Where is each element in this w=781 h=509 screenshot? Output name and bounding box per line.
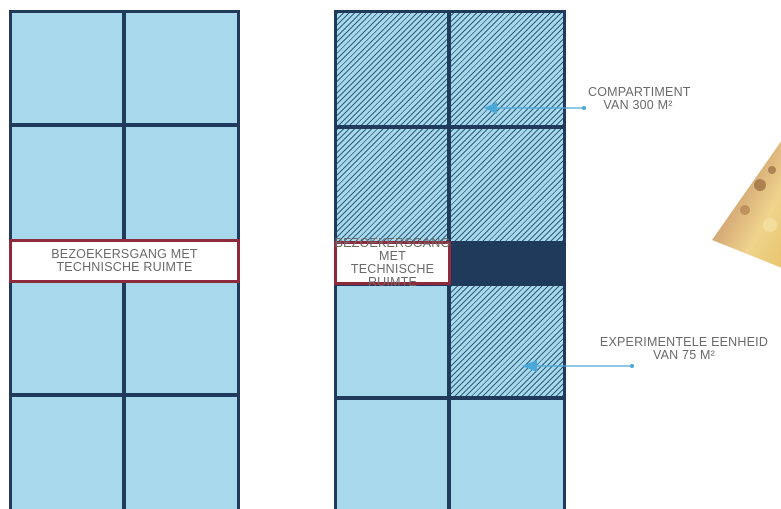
compartment-cell [126, 283, 237, 393]
callout-compartment: COMPARTIMENT VAN 300 M² [588, 85, 691, 112]
compartment-cell [451, 400, 563, 509]
compartment-cell [12, 397, 122, 509]
compartment-cell [337, 400, 447, 509]
compartment-cell [126, 127, 237, 239]
compartment-cell [12, 283, 122, 393]
compartment-cell [12, 127, 122, 239]
arrow-experimental [522, 360, 634, 372]
callout-compartment-line2: VAN 300 M² [603, 98, 673, 112]
callout-experimental-line1: EXPERIMENTELE EENHEID [599, 335, 769, 349]
floor-plan-left: BEZOEKERSGANG MET TECHNISCHE RUIMTE [9, 10, 240, 509]
compartment-cell [12, 13, 122, 123]
arrow-compartment [484, 102, 586, 114]
hatched-compartment-cell [451, 13, 563, 125]
compartment-cell [337, 286, 447, 396]
callout-experimental-line2: VAN 75 M² [653, 348, 715, 362]
callout-compartment-line1: COMPARTIMENT [588, 85, 691, 99]
corridor-label-line2: TECHNISCHE RUIMTE [350, 262, 435, 289]
visitor-corridor: BEZOEKERSGANG MET TECHNISCHE RUIMTE [9, 239, 240, 283]
food-photo-fragment [712, 141, 781, 268]
compartment-cell [126, 13, 237, 123]
visitor-corridor: BEZOEKERSGANG MET TECHNISCHE RUIMTE [334, 237, 451, 289]
corridor-label-line1: BEZOEKERSGANG MET [334, 236, 451, 263]
hatched-compartment-cell [337, 129, 447, 241]
hatched-experimental-cell [451, 286, 563, 396]
corridor-adjacent-cell [451, 241, 563, 285]
hatched-compartment-cell [337, 13, 447, 125]
corridor-label-line1: BEZOEKERSGANG MET [51, 247, 198, 261]
callout-experimental: EXPERIMENTELE EENHEID VAN 75 M² [584, 336, 781, 362]
compartment-cell [126, 397, 237, 509]
floor-plan-right: BEZOEKERSGANG MET TECHNISCHE RUIMTE [334, 10, 566, 509]
corridor-label-line2: TECHNISCHE RUIMTE [56, 260, 193, 274]
hatched-compartment-cell [451, 129, 563, 241]
